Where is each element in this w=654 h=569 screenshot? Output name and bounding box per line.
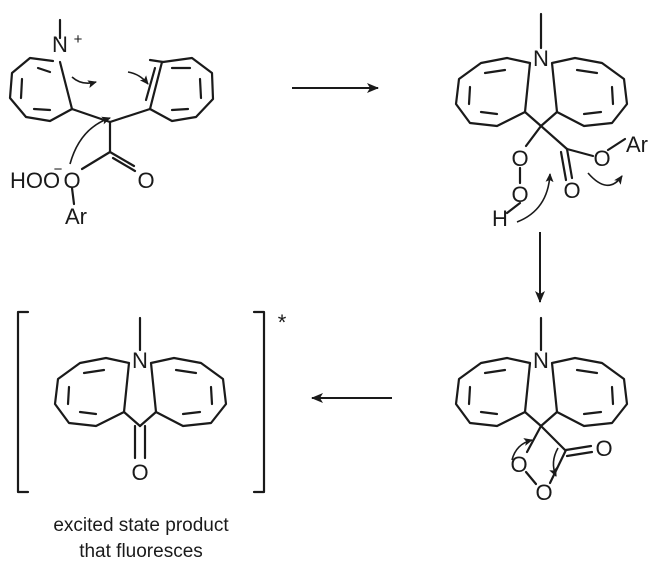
ring-opening-arrow-2 xyxy=(549,447,559,477)
hydroperoxide-anion: HOO xyxy=(10,168,60,193)
excited-acridone: N O * xyxy=(16,310,287,494)
electron-push-arrow-2 xyxy=(127,71,149,85)
hydrogen-atom: H xyxy=(492,206,508,231)
carbonyl-oxygen: O xyxy=(131,460,148,485)
electron-push-arrow-1 xyxy=(71,76,97,89)
caption-line-2: that fluoresces xyxy=(79,541,203,562)
peroxide-oxygen-2: O xyxy=(511,182,528,207)
carbonyl-oxygen: O xyxy=(137,168,154,193)
nitrogen-atom: N xyxy=(132,348,148,373)
nitrogen-atom: N xyxy=(533,348,549,373)
nucleophilic-attack-arrow xyxy=(69,116,111,165)
adduct-bonds xyxy=(454,12,629,215)
ring-oxygen-2: O xyxy=(535,480,552,505)
ester-oxygen: O xyxy=(593,146,610,171)
dioxetanone-bonds xyxy=(454,316,629,486)
carbonyl-oxygen: O xyxy=(595,436,612,461)
nitrogen-atom: N xyxy=(52,32,68,57)
positive-charge: + xyxy=(74,31,83,48)
excited-state-asterisk: * xyxy=(278,310,287,335)
leaving-group-arrow xyxy=(587,172,623,187)
aryl-group: Ar xyxy=(626,132,648,157)
carbonyl-oxygen: O xyxy=(563,178,580,203)
caption-line-1: excited state product xyxy=(53,515,229,536)
ester-oxygen: O xyxy=(63,168,80,193)
proton-transfer-arrow xyxy=(516,173,554,223)
nitrogen-atom: N xyxy=(533,46,549,71)
acridone-bonds xyxy=(16,310,266,494)
acridinium-bonds xyxy=(8,18,215,206)
ring-oxygen-1: O xyxy=(510,452,527,477)
peroxide-adduct: N O O H O O Ar xyxy=(454,12,648,231)
peroxide-oxygen-1: O xyxy=(511,146,528,171)
negative-charge: − xyxy=(54,161,63,178)
dioxetanone: N O O O xyxy=(454,316,629,505)
aryl-group: Ar xyxy=(65,204,87,229)
ring-opening-arrow-1 xyxy=(511,438,533,461)
acridinium-ester: N + O O Ar HOO − xyxy=(8,18,215,229)
